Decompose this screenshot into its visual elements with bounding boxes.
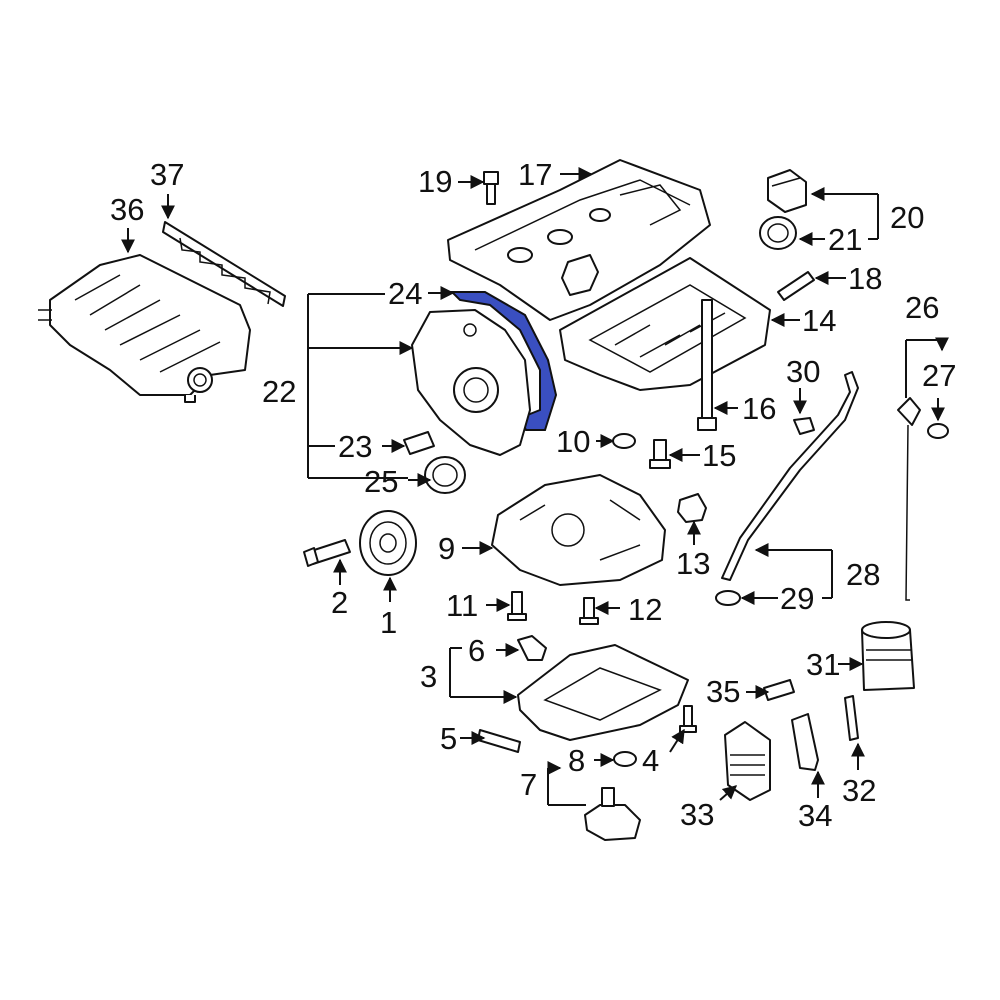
cylinder-head-tray-part	[559, 257, 771, 391]
sensor-23-part	[403, 431, 435, 455]
callout-12[interactable]: 12	[628, 592, 662, 627]
bolt-19-part	[483, 171, 499, 205]
crank-seal-part	[424, 456, 466, 494]
bolt-12-part	[579, 597, 599, 625]
callout-16[interactable]: 16	[742, 391, 776, 426]
callout-35[interactable]: 35	[706, 674, 740, 709]
pulley-bolt-part	[303, 539, 351, 567]
callout-24[interactable]: 24	[388, 276, 422, 311]
callout-30[interactable]: 30	[786, 354, 820, 389]
sensor-18-part	[777, 271, 815, 301]
bolt-11-part	[507, 591, 527, 621]
callout-15[interactable]: 15	[702, 438, 736, 473]
callout-14[interactable]: 14	[802, 303, 836, 338]
lower-engine-cover-part	[491, 474, 666, 586]
callout-37[interactable]: 37	[150, 157, 184, 192]
leader-lines	[121, 167, 942, 806]
clip-13-part	[677, 493, 707, 523]
callout-25[interactable]: 25	[364, 464, 398, 499]
timing-cover-part	[411, 309, 531, 456]
callout-31[interactable]: 31	[806, 647, 840, 682]
callout-13[interactable]: 13	[676, 546, 710, 581]
callout-11[interactable]: 11	[446, 588, 478, 623]
callout-8[interactable]: 8	[568, 743, 585, 778]
callout-3[interactable]: 3	[420, 659, 437, 694]
oil-pan-part	[517, 644, 689, 741]
callout-5[interactable]: 5	[440, 721, 457, 756]
dipstick-tube-part	[721, 371, 859, 581]
crank-pulley-part	[359, 510, 417, 576]
bolt-35-part	[763, 679, 795, 701]
callout-2[interactable]: 2	[331, 585, 348, 620]
callout-27[interactable]: 27	[922, 358, 956, 393]
bracket-30-part	[793, 417, 815, 435]
callout-17[interactable]: 17	[518, 157, 552, 192]
callout-9[interactable]: 9	[438, 531, 455, 566]
callout-1[interactable]: 1	[380, 605, 397, 640]
callout-20[interactable]: 20	[890, 200, 924, 235]
oil-filler-cap-part	[767, 169, 807, 213]
callout-28[interactable]: 28	[846, 557, 880, 592]
washer-10-part	[612, 433, 636, 449]
callout-34[interactable]: 34	[798, 798, 832, 833]
oring-8-part	[613, 751, 637, 767]
bolt-15-part	[649, 439, 671, 469]
callout-6[interactable]: 6	[468, 633, 485, 668]
callout-7[interactable]: 7	[520, 767, 537, 802]
drain-plug-6-part	[517, 635, 547, 661]
bolt-4-part	[679, 705, 697, 733]
callout-10[interactable]: 10	[556, 424, 590, 459]
callout-29[interactable]: 29	[780, 581, 814, 616]
callout-26[interactable]: 26	[905, 290, 939, 325]
callout-22[interactable]: 22	[262, 374, 296, 409]
oil-filter-part	[861, 621, 915, 691]
callout-4[interactable]: 4	[642, 743, 659, 778]
dipstick-part	[897, 397, 921, 601]
oring-27-part	[927, 423, 949, 439]
callout-19[interactable]: 19	[418, 164, 452, 199]
intake-gasket-part	[162, 221, 286, 307]
valve-cover-part	[447, 159, 711, 321]
oil-cooler-part	[724, 721, 771, 801]
bolt-16-part	[697, 299, 717, 431]
callout-18[interactable]: 18	[848, 261, 882, 296]
callout-33[interactable]: 33	[680, 797, 714, 832]
sensor-32-part	[844, 695, 859, 741]
oring-29-part	[715, 590, 741, 606]
callout-21[interactable]: 21	[828, 222, 862, 257]
bracket-34-part	[791, 713, 819, 771]
callout-23[interactable]: 23	[338, 429, 372, 464]
oil-level-sensor-part	[584, 787, 641, 841]
callout-labels: 37 36 19 17 20 21 18 14 24 22 26 27 30 1…	[110, 157, 956, 833]
callout-32[interactable]: 32	[842, 773, 876, 808]
sensor-5-part	[477, 729, 521, 753]
callout-36[interactable]: 36	[110, 192, 144, 227]
intake-manifold-part	[38, 254, 251, 403]
cap-seal-part	[759, 216, 797, 250]
